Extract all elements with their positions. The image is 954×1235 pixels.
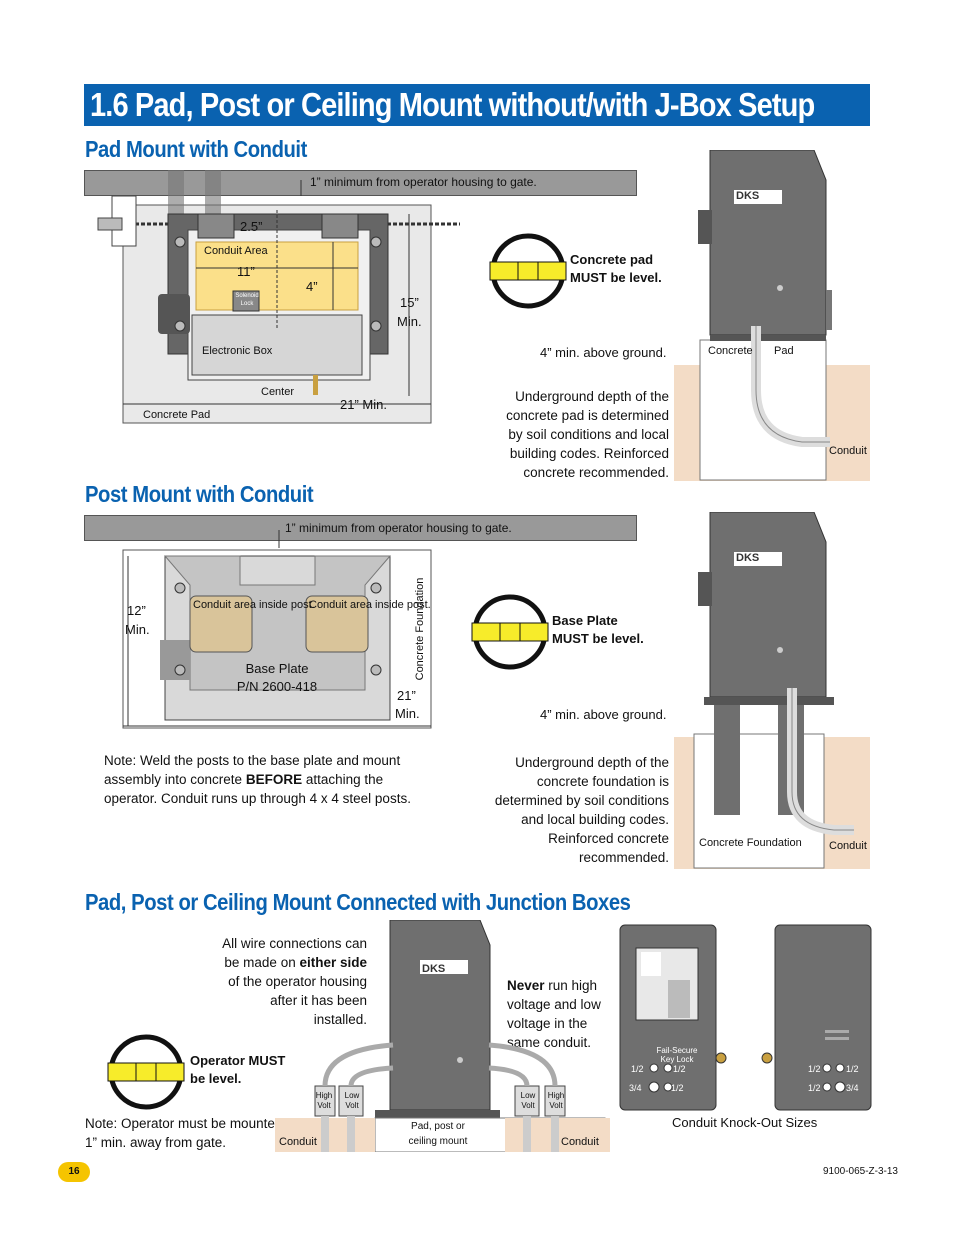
dim-15: 15” bbox=[400, 295, 419, 310]
pad-above-ground: 4” min. above ground. bbox=[540, 345, 667, 360]
mount-note: Note: Operator must be mounted 1” min. a… bbox=[85, 1116, 283, 1150]
dim-12: 12” bbox=[127, 603, 146, 618]
ko-half-6: 1/2 bbox=[808, 1083, 821, 1093]
post-level-note-1: Base Plate bbox=[552, 613, 618, 628]
side-pad-label: Pad bbox=[774, 345, 794, 357]
ko-half-4: 1/2 bbox=[808, 1064, 821, 1074]
gate-bar-2 bbox=[84, 515, 637, 541]
ko-half-1: 1/2 bbox=[631, 1064, 644, 1074]
side-conduit-label-2: Conduit bbox=[829, 840, 867, 852]
center-label: Center bbox=[261, 386, 295, 398]
side-concrete-label: Concrete bbox=[708, 345, 753, 357]
ko-half-5: 1/2 bbox=[846, 1064, 859, 1074]
pad-underground-text: Underground depth of the concrete pad is… bbox=[506, 389, 669, 480]
high-volt-right: High Volt bbox=[547, 1091, 565, 1110]
jbox-diagram bbox=[275, 920, 610, 1152]
low-volt-right: Low Volt bbox=[520, 1091, 536, 1110]
weld-note: Note: Weld the posts to the base plate a… bbox=[104, 753, 411, 806]
ko-three-quarter-2: 3/4 bbox=[846, 1083, 859, 1093]
operator-level-note-1: Operator MUST bbox=[190, 1053, 286, 1068]
post-side-view bbox=[674, 512, 870, 869]
concrete-pad-label: Concrete Pad bbox=[143, 409, 211, 421]
conduit-right-label: Conduit bbox=[561, 1136, 599, 1148]
pad-mount-heading: Pad Mount with Conduit bbox=[85, 136, 307, 162]
ko-three-quarter-1: 3/4 bbox=[629, 1083, 642, 1093]
side-foundation-label: Concrete Foundation bbox=[699, 837, 802, 849]
operator-level-note-2: be level. bbox=[190, 1071, 242, 1086]
ko-half-2: 1/2 bbox=[673, 1064, 686, 1074]
doc-code: 9100-065-Z-3-13 bbox=[822, 1166, 898, 1177]
level-icon bbox=[489, 233, 567, 309]
page-title: 1.6 Pad, Post or Ceiling Mount without/w… bbox=[90, 86, 815, 123]
side-conduit-label: Conduit bbox=[829, 445, 867, 457]
base-plate-label: Base Plate bbox=[245, 661, 309, 676]
dim-4: 4” bbox=[306, 279, 318, 294]
dim-11: 11” bbox=[237, 264, 255, 279]
low-volt-left: Low Volt bbox=[344, 1091, 360, 1110]
page-number: 16 bbox=[58, 1162, 90, 1182]
electronic-box-label: Electronic Box bbox=[202, 345, 273, 357]
conduit-left-label: Conduit bbox=[279, 1136, 317, 1148]
high-volt-left: High Volt bbox=[315, 1091, 333, 1110]
title-bar: 1.6 Pad, Post or Ceiling Mount without/w… bbox=[84, 84, 870, 126]
dks-logo: DKS bbox=[736, 190, 760, 202]
jbox-heading: Pad, Post or Ceiling Mount Connected wit… bbox=[85, 889, 631, 915]
pad-level-note-2: MUST be level. bbox=[570, 270, 662, 285]
dim-21: 21” bbox=[397, 688, 416, 703]
dim-21-min: 21” Min. bbox=[340, 397, 387, 412]
gate-clearance-note: 1” minimum from operator housing to gate… bbox=[310, 175, 537, 189]
ko-half-3: 1/2 bbox=[671, 1083, 684, 1093]
dim-15-min: Min. bbox=[397, 314, 422, 329]
concrete-foundation-vertical: Concrete Foundation bbox=[414, 577, 426, 681]
never-note: Never run high voltage and low voltage i… bbox=[507, 978, 601, 1050]
dks-logo-3: DKS bbox=[422, 963, 446, 975]
pad-side-view bbox=[674, 150, 870, 481]
knockout-views bbox=[619, 924, 872, 1111]
post-level-note-2: MUST be level. bbox=[552, 631, 644, 646]
fail-secure-label: Fail-Secure Key Lock bbox=[656, 1046, 698, 1064]
dim-21-min: Min. bbox=[395, 706, 420, 721]
conduit-area-right: Conduit area inside post. bbox=[309, 599, 431, 611]
level-icon-3 bbox=[107, 1034, 185, 1110]
post-mount-heading: Post Mount with Conduit bbox=[85, 481, 314, 507]
dim-12-min: Min. bbox=[125, 622, 150, 637]
gate-clearance-note-2: 1” minimum from operator housing to gate… bbox=[285, 521, 512, 535]
wire-note: All wire connections can be made on eith… bbox=[222, 936, 367, 1027]
pad-level-note-1: Concrete pad bbox=[570, 252, 654, 267]
post-underground-text: Underground depth of the concrete founda… bbox=[494, 755, 669, 865]
solenoid-lock-label: Solenoid Lock bbox=[235, 293, 259, 307]
conduit-area-left: Conduit area inside post. bbox=[193, 599, 315, 611]
pad-post-ceiling-label: Pad, post or ceiling mount bbox=[408, 1121, 468, 1147]
level-icon-2 bbox=[471, 594, 549, 670]
knockout-caption: Conduit Knock-Out Sizes bbox=[672, 1115, 818, 1130]
conduit-area-label: Conduit Area bbox=[204, 245, 268, 257]
base-plate-pn: P/N 2600-418 bbox=[236, 679, 318, 694]
dim-2-5: 2.5” bbox=[240, 219, 263, 234]
post-above-ground: 4” min. above ground. bbox=[540, 707, 667, 722]
dks-logo-2: DKS bbox=[736, 552, 760, 564]
